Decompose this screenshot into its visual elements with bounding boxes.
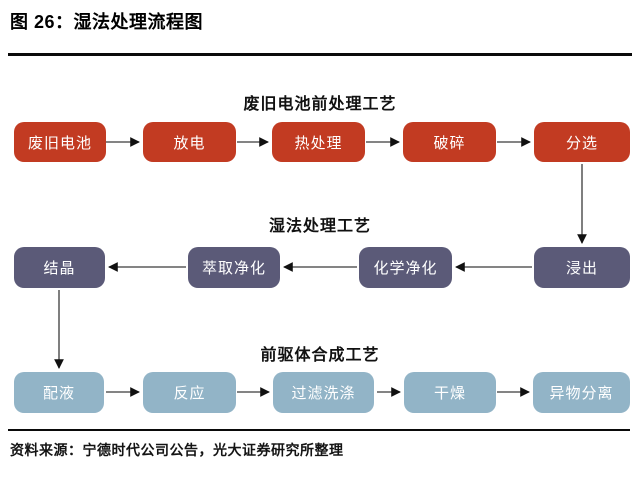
flow-box-crushing: 破碎 (403, 122, 496, 162)
flow-box-reaction: 反应 (143, 372, 236, 413)
flow-box-extraction-purification: 萃取净化 (188, 247, 280, 288)
top-divider (8, 53, 632, 56)
flow-box-impurity-separation: 异物分离 (533, 372, 630, 413)
flow-box-heat-treatment: 热处理 (272, 122, 365, 162)
flow-box-crystallization: 结晶 (14, 247, 105, 288)
figure-title: 图 26：湿法处理流程图 (10, 12, 204, 32)
flow-box-waste-battery: 废旧电池 (14, 122, 106, 162)
flow-box-leaching: 浸出 (534, 247, 630, 288)
flow-box-drying: 干燥 (404, 372, 496, 413)
flow-box-sorting: 分选 (534, 122, 630, 162)
source-note: 资料来源：宁德时代公司公告，光大证券研究所整理 (10, 442, 344, 458)
section-label-precursor: 前驱体合成工艺 (260, 347, 380, 364)
section-label-hydromet: 湿法处理工艺 (268, 218, 371, 235)
flow-box-chemical-purification: 化学净化 (359, 247, 452, 288)
flow-box-discharge: 放电 (143, 122, 236, 162)
flow-box-filtration-washing: 过滤洗涤 (273, 372, 374, 413)
bottom-divider (8, 429, 630, 431)
section-label-pretreatment: 废旧电池前处理工艺 (243, 96, 397, 113)
flow-box-solution-preparation: 配液 (14, 372, 104, 413)
